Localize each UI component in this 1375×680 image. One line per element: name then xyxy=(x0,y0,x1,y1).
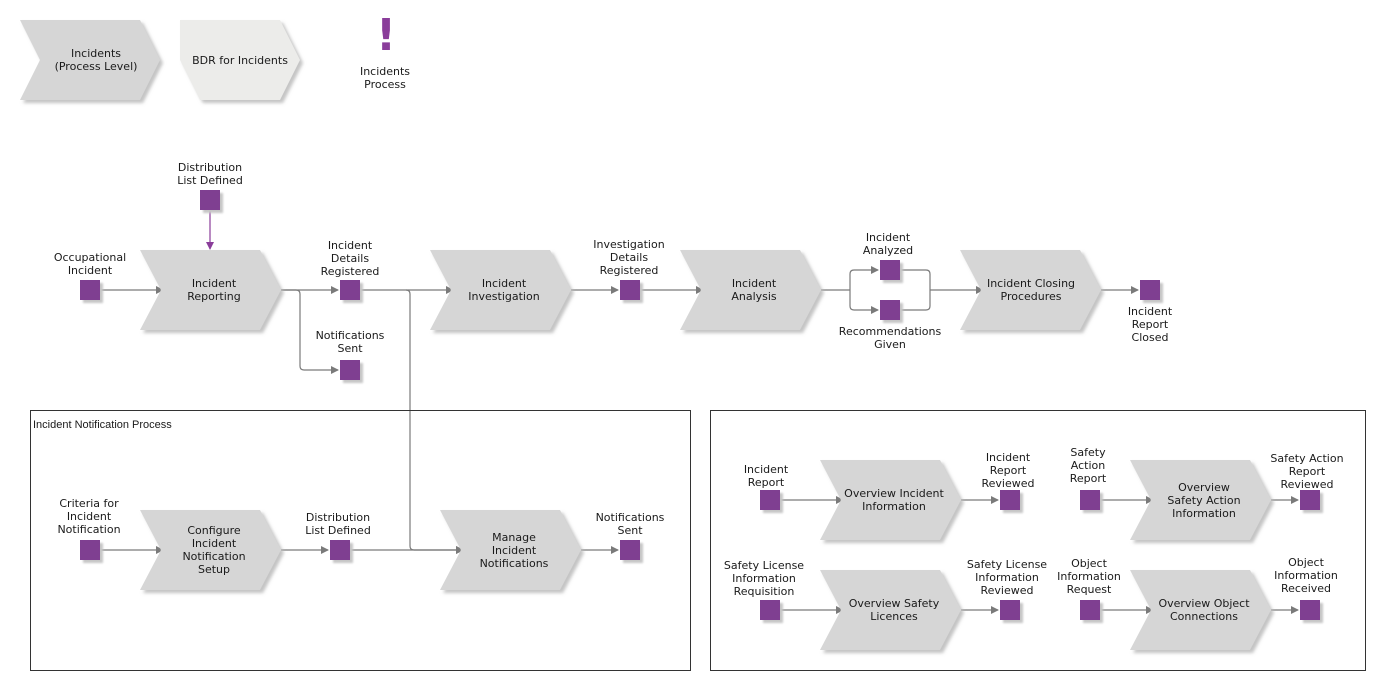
label-investigation-details-registered: Investigation Details Registered xyxy=(593,238,665,277)
label-safety-license-information-requisition: Safety License Information Requisition xyxy=(723,559,805,598)
label-recommendations-given: Recommendations Given xyxy=(838,325,942,351)
connector-split-to-analyzed xyxy=(849,266,879,290)
label-safety-action-report: Safety Action Report xyxy=(1069,446,1107,485)
label-distribution-list-defined-box: Distribution List Defined xyxy=(305,511,371,537)
label-overview-safety-action-information[interactable]: Overview Safety Action Information xyxy=(1167,480,1241,520)
event-distribution-list-defined-box[interactable] xyxy=(330,540,350,560)
label-overview-safety-licences[interactable]: Overview Safety Licences xyxy=(848,597,940,623)
event-safety-license-information-requisition[interactable] xyxy=(760,600,780,620)
label-distribution-list-defined: Distribution List Defined xyxy=(177,161,243,187)
overview-frame xyxy=(710,410,1366,671)
label-notifications-sent-top: Notifications Sent xyxy=(315,329,385,355)
label-incident-details-registered: Incident Details Registered xyxy=(320,239,380,278)
process-bdr-for-incidents xyxy=(180,20,300,100)
process-overview-safety-licences xyxy=(820,570,961,650)
event-safety-action-report[interactable] xyxy=(1080,490,1100,510)
event-distribution-list-defined[interactable] xyxy=(200,190,220,210)
event-safety-license-information-reviewed[interactable] xyxy=(1000,600,1020,620)
event-notifications-sent-top[interactable] xyxy=(340,360,360,380)
label-criteria-for-incident-notification: Criteria for Incident Notification xyxy=(57,497,121,536)
event-notifications-sent-box[interactable] xyxy=(620,540,640,560)
event-criteria-for-incident-notification[interactable] xyxy=(80,540,100,560)
event-object-information-received[interactable] xyxy=(1300,600,1320,620)
label-incident-closing-procedures[interactable]: Incident Closing Procedures xyxy=(986,277,1076,303)
event-incident-analyzed[interactable] xyxy=(880,260,900,280)
incidents-process-level-label[interactable]: Incidents (Process Level) xyxy=(54,47,138,73)
event-object-information-request[interactable] xyxy=(1080,600,1100,620)
label-overview-incident-information[interactable]: Overview Incident Information xyxy=(844,487,944,513)
event-incident-details-registered[interactable] xyxy=(340,280,360,300)
process-overview-incident-information xyxy=(820,460,961,540)
process-incident-reporting xyxy=(140,250,281,330)
process-incident-analysis xyxy=(680,250,821,330)
label-occupational-incident: Occupational Incident xyxy=(53,251,127,277)
label-incident-report: Incident Report xyxy=(743,463,789,489)
bdr-for-incidents-label[interactable]: BDR for Incidents xyxy=(192,53,288,67)
label-incident-investigation[interactable]: Incident Investigation xyxy=(468,277,540,303)
connector-recommendations-to-join xyxy=(900,290,931,311)
label-object-information-request: Object Information Request xyxy=(1057,557,1121,596)
label-incident-reporting[interactable]: Incident Reporting xyxy=(187,277,241,303)
label-safety-license-information-reviewed: Safety License Information Reviewed xyxy=(966,558,1048,597)
connector-analyzed-to-join xyxy=(900,269,931,290)
label-overview-object-connections[interactable]: Overview Object Connections xyxy=(1158,597,1250,623)
process-incidents-process-level xyxy=(20,20,160,100)
label-safety-action-report-reviewed: Safety Action Report Reviewed xyxy=(1270,452,1344,491)
label-incident-report-reviewed: Incident Report Reviewed xyxy=(981,451,1035,490)
label-manage-notifications[interactable]: Manage Incident Notifications xyxy=(479,530,549,570)
incident-notification-process-frame xyxy=(30,410,691,671)
process-overview-object-connections xyxy=(1130,570,1271,650)
event-incident-report-reviewed[interactable] xyxy=(1000,490,1020,510)
event-investigation-details-registered[interactable] xyxy=(620,280,640,300)
connector-reporting-to-notifications xyxy=(281,289,339,374)
process-manage-notifications xyxy=(440,510,581,590)
label-incident-analysis[interactable]: Incident Analysis xyxy=(731,277,777,303)
process-incident-closing-procedures xyxy=(960,250,1101,330)
incident-notification-process-title: Incident Notification Process xyxy=(33,419,172,431)
event-incident-report[interactable] xyxy=(760,490,780,510)
process-configure-setup xyxy=(140,510,281,590)
label-object-information-received: Object Information Received xyxy=(1274,556,1338,595)
label-notifications-sent-box: Notifications Sent xyxy=(595,511,665,537)
event-safety-action-report-reviewed[interactable] xyxy=(1300,490,1320,510)
event-recommendations-given[interactable] xyxy=(880,300,900,320)
label-incident-analyzed: Incident Analyzed xyxy=(862,231,914,257)
event-incident-report-closed[interactable] xyxy=(1140,280,1160,300)
process-incident-investigation xyxy=(430,250,571,330)
label-configure-setup[interactable]: Configure Incident Notification Setup xyxy=(182,524,246,576)
exclamation-icon[interactable]: ! xyxy=(376,10,397,61)
event-occupational-incident[interactable] xyxy=(80,280,100,300)
label-incident-report-closed: Incident Report Closed xyxy=(1127,305,1173,344)
connector-split-to-recommendations xyxy=(849,290,879,314)
process-overview-safety-action xyxy=(1130,460,1271,540)
incidents-process-label[interactable]: Incidents Process xyxy=(359,65,411,91)
